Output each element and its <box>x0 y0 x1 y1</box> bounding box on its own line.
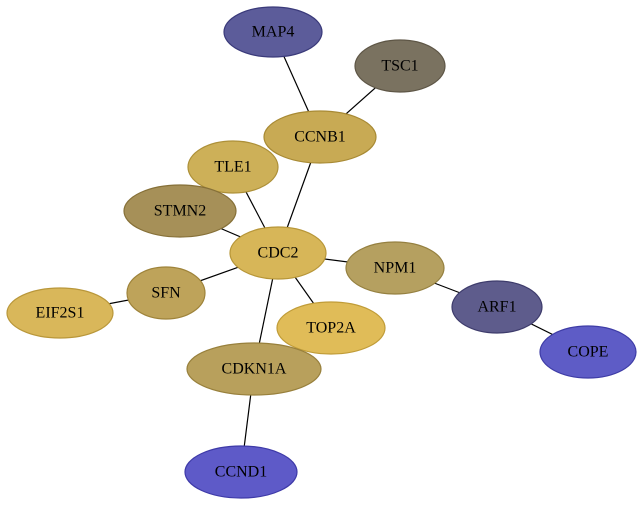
node-arf1-label: ARF1 <box>477 299 516 316</box>
node-sfn[interactable]: SFN <box>126 266 206 320</box>
node-npm1-label: NPM1 <box>374 260 417 277</box>
node-cope-label: COPE <box>568 344 609 361</box>
node-npm1[interactable]: NPM1 <box>345 241 445 295</box>
node-top2a-label: TOP2A <box>306 320 356 337</box>
node-tle1[interactable]: TLE1 <box>187 140 279 194</box>
node-tsc1-ellipse[interactable] <box>354 39 446 93</box>
node-cdc2[interactable]: CDC2 <box>229 226 327 280</box>
node-tsc1[interactable]: TSC1 <box>354 39 446 93</box>
node-ccnb1-label: CCNB1 <box>294 129 346 146</box>
node-top2a-ellipse[interactable] <box>276 301 386 355</box>
node-top2a[interactable]: TOP2A <box>276 301 386 355</box>
node-stmn2-label: STMN2 <box>154 203 206 220</box>
node-stmn2[interactable]: STMN2 <box>123 184 237 238</box>
node-ccnd1-ellipse[interactable] <box>184 445 298 499</box>
node-ccnb1-ellipse[interactable] <box>263 110 377 164</box>
node-cdc2-ellipse[interactable] <box>229 226 327 280</box>
node-tle1-label: TLE1 <box>214 159 251 176</box>
node-map4-label: MAP4 <box>252 24 295 41</box>
node-cope[interactable]: COPE <box>539 325 637 379</box>
node-eif2s1[interactable]: EIF2S1 <box>6 287 114 339</box>
node-stmn2-ellipse[interactable] <box>123 184 237 238</box>
node-cdkn1a[interactable]: CDKN1A <box>186 342 322 396</box>
node-eif2s1-ellipse[interactable] <box>6 287 114 339</box>
node-cdkn1a-label: CDKN1A <box>222 361 287 378</box>
node-tle1-ellipse[interactable] <box>187 140 279 194</box>
node-cdkn1a-ellipse[interactable] <box>186 342 322 396</box>
node-ccnb1[interactable]: CCNB1 <box>263 110 377 164</box>
node-eif2s1-label: EIF2S1 <box>36 305 85 322</box>
node-map4[interactable]: MAP4 <box>223 6 323 58</box>
node-tsc1-label: TSC1 <box>381 58 418 75</box>
node-arf1-ellipse[interactable] <box>451 280 543 334</box>
node-sfn-label: SFN <box>151 285 181 302</box>
node-ccnd1-label: CCND1 <box>215 464 267 481</box>
node-npm1-ellipse[interactable] <box>345 241 445 295</box>
node-cope-ellipse[interactable] <box>539 325 637 379</box>
node-sfn-ellipse[interactable] <box>126 266 206 320</box>
node-ccnd1[interactable]: CCND1 <box>184 445 298 499</box>
node-map4-ellipse[interactable] <box>223 6 323 58</box>
node-arf1[interactable]: ARF1 <box>451 280 543 334</box>
node-cdc2-label: CDC2 <box>258 245 299 262</box>
